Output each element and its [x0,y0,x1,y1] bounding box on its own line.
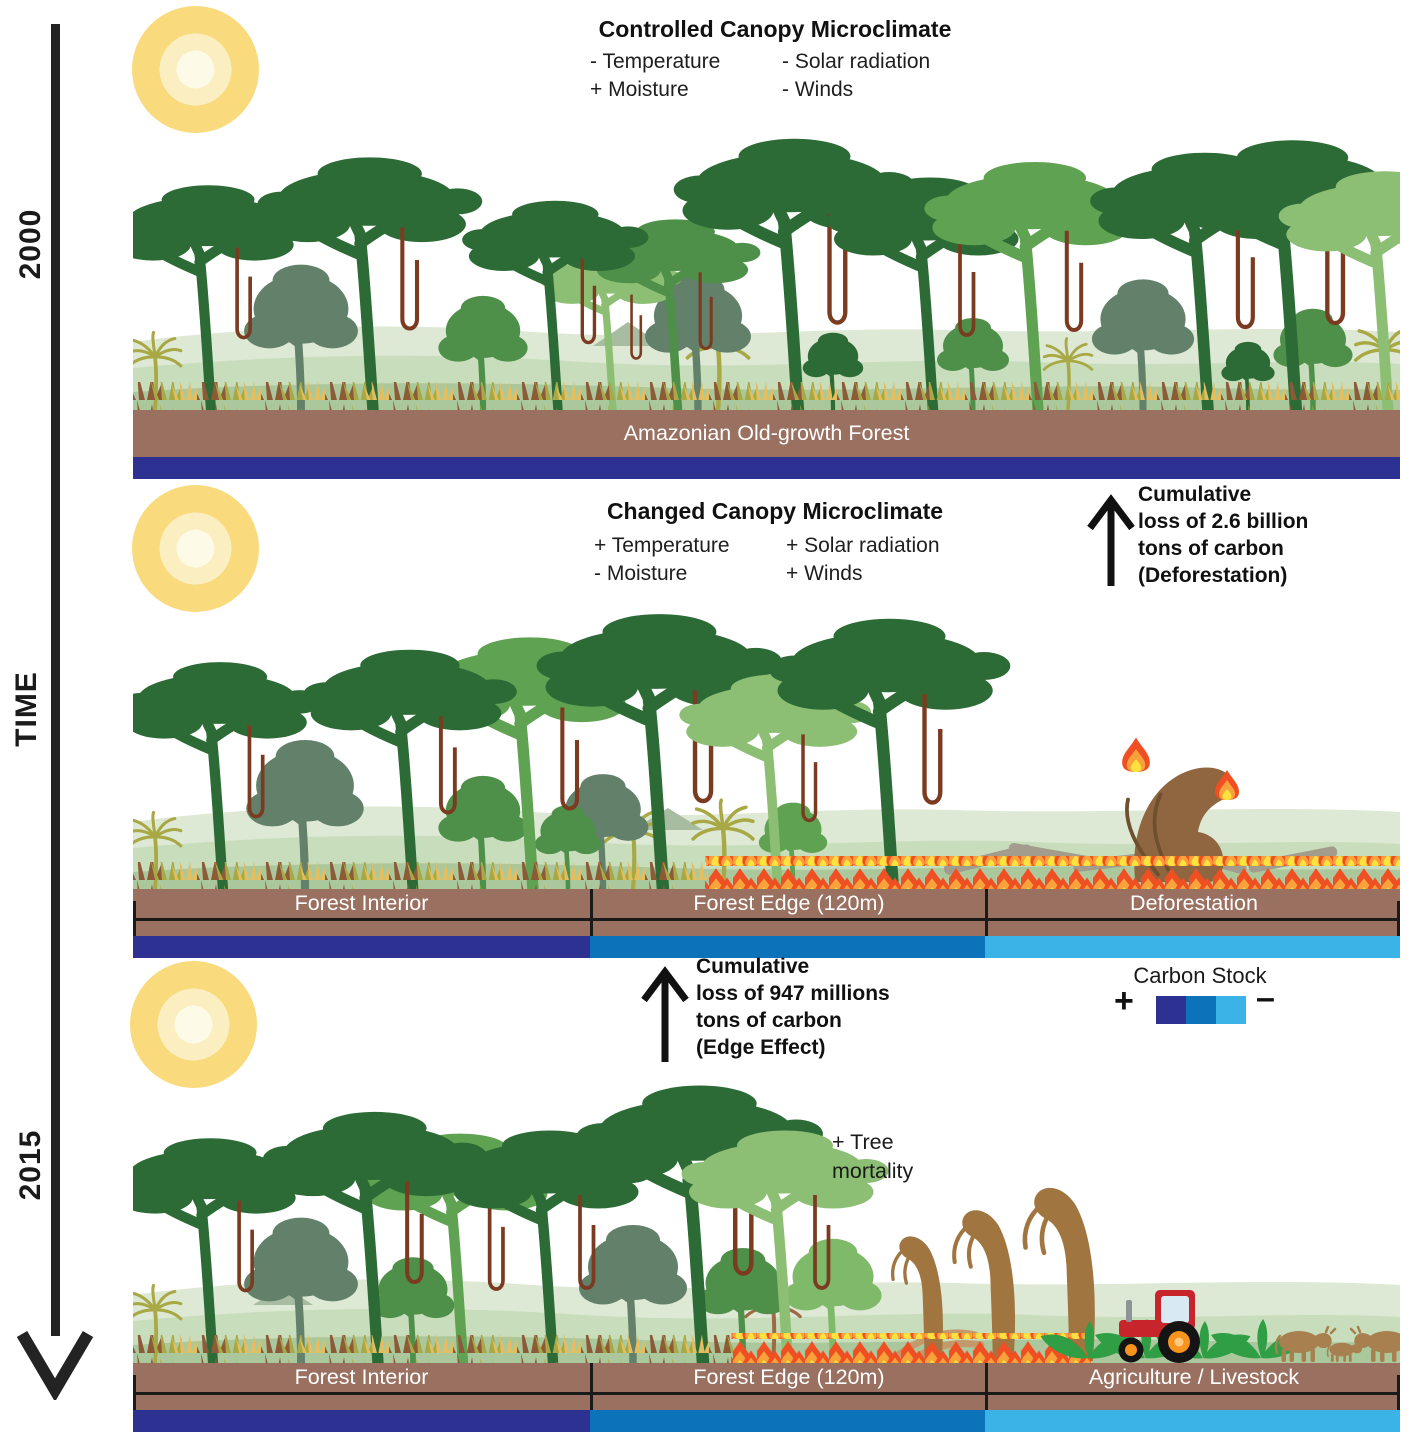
fire-strip [731,1333,1091,1363]
note-line: Cumulative [1138,483,1252,506]
carbon-strip-mid [590,1410,985,1432]
year-label-2000: 2000 [14,208,47,280]
carbon-scale-high-swatch [1156,996,1186,1024]
band-section: Agriculture / Livestock [985,1363,1400,1410]
deforestation-loss-note: Cumulative loss of 2.6 billion tons of c… [1138,481,1308,589]
note-line: loss of 947 millions [696,982,890,1005]
note-line: tons of carbon [1138,537,1284,560]
band-section: Forest Interior [133,1363,590,1410]
note-line: + Tree [832,1130,894,1154]
forest-scene-2000 [133,130,1400,410]
time-axis-line [51,24,60,1336]
carbon-scale-low-swatch [1216,996,1246,1024]
carbon-scale-mid-swatch [1186,996,1216,1024]
carbon-strip-low [985,1410,1400,1432]
sun-icon [130,961,257,1088]
note-line: loss of 2.6 billion [1138,510,1309,533]
sun-icon [132,485,259,612]
ground-band-label: Amazonian Old-growth Forest [623,421,910,445]
up-arrow-icon [641,966,689,1062]
note-line: (Deforestation) [1138,564,1288,587]
note-line: Cumulative [696,955,810,978]
note-line: mortality [832,1159,914,1183]
band-section: Forest Edge (120m) [590,889,985,936]
microclimate-item: + Winds [786,562,863,585]
note-line: tons of carbon [696,1009,842,1032]
microclimate-item: - Temperature [590,50,721,73]
ground-section-label: Forest Edge (120m) [693,891,885,915]
ground-band-2015: Forest Interior Forest Edge (120m) Agric… [133,1363,1400,1410]
forest-scene-2015 [133,1083,1400,1363]
microclimate-item: + Moisture [590,78,689,101]
ground-section-label: Forest Interior [294,891,429,915]
time-axis-label: TIME [10,671,43,747]
band-section: Forest Interior [133,889,590,936]
forest-scene-middle [133,610,1400,890]
fire-strip [705,856,1400,890]
tree-mortality-note: + Tree mortality [832,1128,913,1186]
microclimate-title-2000: Controlled Canopy Microclimate [598,16,952,42]
carbon-strip-high [133,457,1400,479]
ground-section-label: Forest Interior [294,1365,429,1389]
carbon-more-symbol: + [1114,982,1134,1020]
band-section: Forest Edge (120m) [590,1363,985,1410]
up-arrow-icon [1087,494,1135,586]
sun-icon [132,6,259,133]
carbon-stock-legend-title: Carbon Stock [1133,963,1267,988]
carbon-strip-high [133,1410,590,1432]
ground-section-label: Agriculture / Livestock [1088,1365,1300,1389]
band-divider-line [133,918,1400,921]
time-axis-arrowhead-icon [16,1330,94,1400]
edge-effect-loss-note: Cumulative loss of 947 millions tons of … [696,953,890,1061]
microclimate-item: + Solar radiation [786,534,940,557]
carbon-strip-mid [590,936,985,958]
microclimate-title-middle: Changed Canopy Microclimate [606,498,944,524]
year-label-2015: 2015 [14,1129,47,1201]
microclimate-item: - Winds [782,78,854,101]
microclimate-item: + Temperature [594,534,730,557]
microclimate-item: - Moisture [594,562,688,585]
carbon-strip-high [133,936,590,958]
ground-band-2000: Amazonian Old-growth Forest [133,410,1400,457]
microclimate-list-2000: - Temperature - Solar radiation + Moistu… [590,50,930,102]
carbon-less-symbol: – [1256,979,1275,1017]
ground-band-middle: Forest Interior Forest Edge (120m) Defor… [133,889,1400,936]
ground-section-label: Forest Edge (120m) [693,1365,885,1389]
note-line: (Edge Effect) [696,1036,826,1059]
microclimate-item: - Solar radiation [782,50,931,73]
ground-section-label: Deforestation [1130,891,1258,915]
carbon-strip-low [985,936,1400,958]
band-section: Deforestation [985,889,1400,936]
microclimate-list-middle: + Temperature + Solar radiation - Moistu… [594,534,940,586]
band-divider-line [133,1392,1400,1395]
